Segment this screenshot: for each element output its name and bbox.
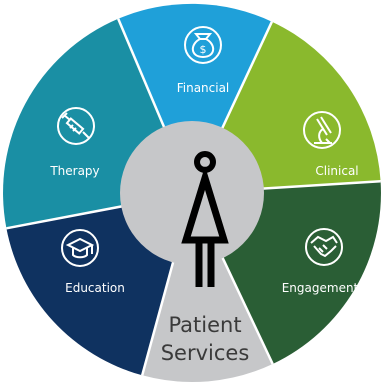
graduation-cap-icon [61,229,99,267]
person-icon [181,151,229,287]
segment-label-engagement: Engagement [282,281,359,295]
microscope-icon [303,111,341,149]
segment-patient-services-gap [142,193,273,383]
handshake-icon [305,228,343,266]
syringe-icon [57,107,95,145]
segment-label-clinical: Clinical [315,164,358,178]
segment-label-therapy: Therapy [49,164,99,178]
money-bag-icon: $ [184,26,222,64]
center-title-line1: Patient [168,313,241,337]
svg-text:$: $ [200,43,207,56]
segment-financial [118,3,272,193]
segment-label-education: Education [65,281,125,295]
center-hub [120,121,264,265]
segment-label-financial: Financial [177,81,230,95]
center-title-line2: Services [161,341,250,365]
